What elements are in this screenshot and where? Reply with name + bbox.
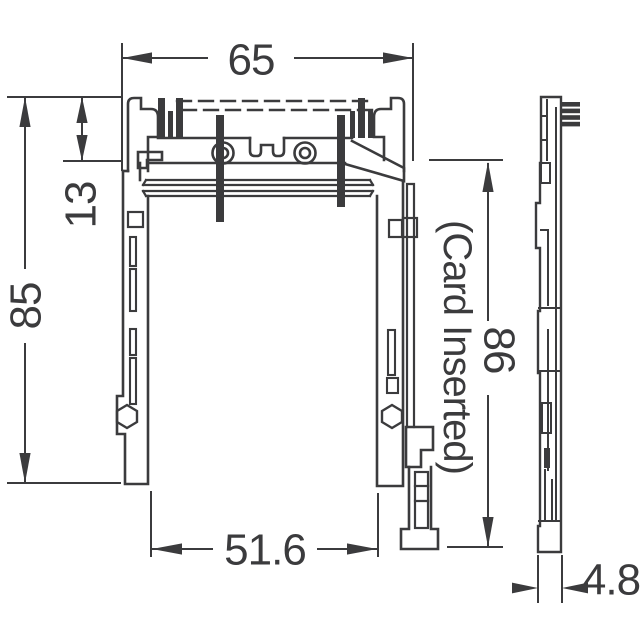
dim-label-inserted-height: 86 (475, 327, 524, 374)
extension-lines (537, 555, 563, 603)
eject-button-slot-dividers (413, 484, 430, 503)
extension-lines (121, 43, 414, 171)
pin (358, 98, 365, 138)
left-mount-ear (126, 96, 160, 173)
extension-lines (7, 96, 121, 162)
inner-line (540, 99, 548, 161)
arrowhead-right (347, 543, 377, 555)
arrowhead-left-inward (562, 582, 588, 594)
dim-label-side-thickness: 4.8 (582, 556, 640, 605)
pin (561, 121, 580, 127)
eject-rod-latch (401, 216, 419, 239)
inner-filled-block (544, 448, 550, 468)
inner-box (541, 402, 552, 434)
pin (368, 111, 373, 138)
bottom-section (538, 469, 562, 522)
rail-right-square-hole (387, 218, 404, 239)
center-clip (248, 136, 286, 158)
card-rail-right (375, 179, 405, 488)
side-inner-details (538, 99, 562, 522)
slot (128, 235, 138, 268)
right-mount-ear (372, 96, 406, 173)
rail-left-slots (128, 235, 138, 406)
hex-nut-right (380, 403, 404, 430)
pin-long (216, 115, 224, 222)
pin (158, 98, 165, 138)
rivet-right-outer (293, 141, 317, 165)
pin (561, 108, 580, 114)
rivet-right-inner (298, 146, 312, 160)
side-profile-outline (534, 95, 563, 554)
arrowhead-up (76, 97, 88, 123)
slot (128, 356, 138, 406)
pin (561, 102, 580, 107)
rail-left-square-hole (126, 210, 145, 229)
dim-left-height: 85 (2, 97, 121, 484)
pin (350, 111, 355, 138)
pin (561, 115, 580, 120)
eject-rod (405, 182, 416, 429)
eject-button (399, 465, 440, 551)
inner-notch (540, 229, 549, 306)
dim-side-thickness: 4.8 (512, 555, 640, 605)
dim-upper-height: 13 (7, 96, 121, 229)
dim-top-width: 65 (121, 36, 414, 171)
arrowhead-up (19, 97, 31, 127)
arrowhead-right (383, 52, 413, 64)
rail-right-slots (385, 328, 400, 395)
dim-label-upper-height: 13 (57, 182, 106, 229)
card-rail-left (115, 169, 150, 486)
mid-section-edges (538, 307, 562, 372)
arrowhead-left (122, 52, 152, 64)
left-ear-foot (136, 150, 164, 170)
dim-label-bottom-width: 51.6 (224, 526, 306, 575)
arrowhead-right-inward (512, 582, 538, 594)
eject-bracket (404, 425, 435, 469)
interface-strip (141, 178, 375, 198)
pin (168, 111, 173, 138)
dim-inserted-height: 86 (Card Inserted) (429, 159, 524, 548)
extension-lines (429, 159, 503, 548)
extension-lines (150, 491, 379, 557)
dim-bottom-width: 51.6 (150, 491, 379, 575)
inner-box (540, 162, 551, 184)
arrowhead-down (482, 517, 494, 547)
pin (176, 98, 183, 138)
pin-long (337, 115, 345, 207)
slot (128, 267, 138, 313)
side-view (534, 95, 580, 554)
arrowhead-left (152, 543, 182, 555)
dimensions: 65 13 85 86 (Card Inserted) (2, 36, 640, 605)
front-view (115, 96, 440, 551)
contact-pins-left (158, 98, 224, 222)
arrowhead-down (19, 453, 31, 483)
dim-label-left-height: 85 (2, 283, 51, 330)
slot (385, 376, 400, 395)
dim-note-card-inserted: (Card Inserted) (435, 220, 479, 474)
arrowhead-down (76, 135, 88, 161)
eject-lever-wedge (343, 139, 406, 183)
hex-nut-left (115, 403, 139, 430)
slot (128, 327, 138, 357)
slot (386, 328, 397, 377)
arrowhead-up (482, 162, 494, 192)
contact-pins-right (337, 98, 373, 207)
dim-label-top-width: 65 (228, 36, 275, 85)
side-connector-pins (561, 102, 580, 127)
